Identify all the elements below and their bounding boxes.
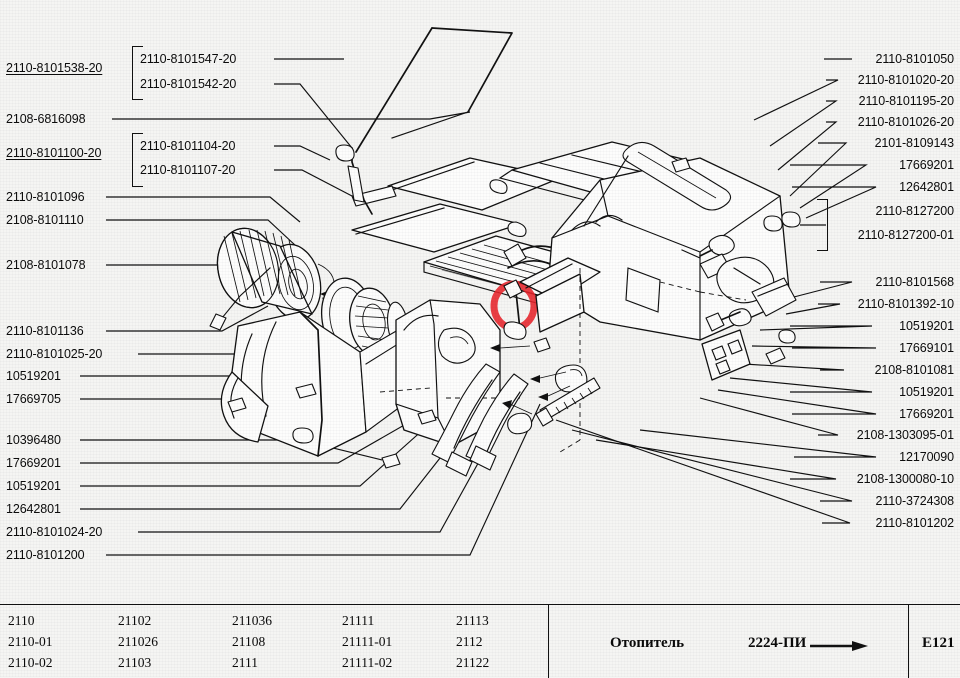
label-2110-8101202[interactable]: 2110-8101202	[875, 516, 954, 530]
core-bolt	[533, 337, 551, 353]
table-cell: 21111-01	[342, 634, 393, 649]
label-2101-8109143[interactable]: 2101-8109143	[874, 136, 955, 150]
label-2110-8101020-20[interactable]: 2110-8101020-20	[857, 73, 954, 87]
label-12642801-right[interactable]: 12642801	[899, 180, 954, 194]
hose-clamp-highlighted	[503, 279, 527, 340]
label-2110-8101050[interactable]: 2110-8101050	[875, 52, 954, 66]
table-cell: 2110	[8, 613, 35, 628]
label-2110-8101107-20[interactable]: 2110-8101107-20	[140, 163, 236, 177]
label-12170090[interactable]: 12170090	[899, 450, 954, 464]
group-bracket-8101100	[132, 133, 143, 187]
label-2110-8101136[interactable]: 2110-8101136	[6, 324, 84, 338]
label-2108-8101078[interactable]: 2108-8101078	[6, 258, 86, 272]
label-17669201-left[interactable]: 17669201	[6, 456, 61, 470]
fan-wire	[221, 267, 271, 319]
label-10396480[interactable]: 10396480	[6, 433, 61, 447]
label-2110-8101096[interactable]: 2110-8101096	[6, 190, 85, 204]
applicability-column-4: 21111 21111-01 21111-02	[342, 610, 392, 673]
air-duct-cover	[355, 27, 513, 153]
hose-clamps-and-screw	[502, 364, 601, 435]
table-cell: 21113	[456, 613, 489, 628]
label-2110-8101024-20[interactable]: 2110-8101024-20	[6, 525, 103, 539]
label-10519201-left-2[interactable]: 10519201	[6, 479, 61, 493]
label-2110-8101104-20[interactable]: 2110-8101104-20	[140, 139, 236, 153]
control-lever-arm	[583, 141, 732, 227]
group-bracket-8101538	[132, 46, 143, 100]
table-cell: 21108	[232, 634, 266, 649]
table-cell: 21103	[118, 655, 152, 670]
label-2110-8101392-10[interactable]: 2110-8101392-10	[857, 297, 954, 311]
table-cell: 21111	[342, 613, 375, 628]
label-10519201-left-1[interactable]: 10519201	[6, 369, 61, 383]
table-cell: 2111	[232, 655, 258, 670]
table-cell: 211036	[232, 613, 272, 628]
housing-grommet	[292, 427, 314, 444]
table-cell: 2110-01	[8, 634, 53, 649]
label-2110-8101026-20[interactable]: 2110-8101026-20	[857, 115, 954, 129]
air-intake-housing	[231, 311, 405, 457]
label-2108-6816098[interactable]: 2108-6816098	[6, 112, 86, 126]
title-block: 2110 2110-01 2110-02 21102 211026 21103 …	[0, 604, 960, 678]
housing-bolt-c	[295, 383, 317, 399]
applicability-column-3: 211036 21108 2111	[232, 610, 272, 673]
table-cell: 2112	[456, 634, 483, 649]
table-cell: 211026	[118, 634, 158, 649]
label-2110-8101547-20[interactable]: 2110-8101547-20	[140, 52, 237, 66]
upper-lever-rod	[335, 144, 373, 215]
title-block-divider-1	[548, 605, 549, 678]
table-cell: 21102	[118, 613, 152, 628]
label-2110-8127200[interactable]: 2110-8127200	[875, 204, 954, 218]
housing-bolt-b	[381, 453, 401, 469]
sheet-code: E121	[922, 635, 955, 651]
housing-bolt-a	[417, 409, 437, 425]
applicability-column-2: 21102 211026 21103	[118, 610, 158, 673]
applicability-column-5: 21113 2112 21122	[456, 610, 489, 673]
label-2108-8101081[interactable]: 2108-8101081	[874, 363, 955, 377]
label-2108-1300080-10[interactable]: 2108-1300080-10	[856, 472, 954, 486]
cover-stub-left	[489, 179, 508, 194]
label-10519201-right-1[interactable]: 10519201	[899, 319, 954, 333]
label-17669705[interactable]: 17669705	[6, 392, 61, 406]
table-cell: 21122	[456, 655, 490, 670]
label-17669201-right-2[interactable]: 17669201	[899, 407, 954, 421]
section-title: Отопитель	[610, 635, 684, 651]
label-10519201-right-2[interactable]: 10519201	[899, 385, 954, 399]
blower-fan-wheel	[216, 227, 322, 321]
table-cell: 21111-02	[342, 655, 393, 670]
label-2110-8101568[interactable]: 2110-8101568	[875, 275, 954, 289]
lower-flap	[351, 203, 527, 253]
label-17669101[interactable]: 17669101	[899, 341, 954, 355]
label-2110-3724308[interactable]: 2110-3724308	[875, 494, 954, 508]
group-bracket-8127200	[817, 199, 828, 251]
label-12642801-left[interactable]: 12642801	[6, 502, 61, 516]
heater-hoses	[431, 363, 529, 477]
sheet-code-cell: E121	[908, 605, 960, 678]
label-2110-8101195-20[interactable]: 2110-8101195-20	[858, 94, 954, 108]
label-17669201-right-1[interactable]: 17669201	[899, 158, 954, 172]
title-block-main: Отопитель 2224-ПИ	[548, 605, 908, 678]
label-2110-8127200-01[interactable]: 2110-8127200-01	[857, 228, 954, 242]
label-2110-8101542-20[interactable]: 2110-8101542-20	[140, 77, 237, 91]
label-2110-8101200[interactable]: 2110-8101200	[6, 548, 85, 562]
arrow-icon	[810, 641, 868, 651]
housing-bolt-d	[227, 397, 247, 413]
table-cell: 2110-02	[8, 655, 53, 670]
label-2108-8101110[interactable]: 2108-8101110	[6, 213, 84, 227]
label-2110-8101100-20[interactable]: 2110-8101100-20	[6, 146, 102, 160]
applicability-column-1: 2110 2110-01 2110-02	[8, 610, 53, 673]
right-levers-and-brackets	[671, 157, 801, 381]
applicability-table: 2110 2110-01 2110-02 21102 211026 21103 …	[0, 605, 548, 678]
label-2110-8101025-20[interactable]: 2110-8101025-20	[6, 347, 103, 361]
label-2108-1303095-01[interactable]: 2108-1303095-01	[856, 428, 954, 442]
drawing-number: 2224-ПИ	[748, 635, 807, 651]
title-block-divider-2	[908, 605, 909, 678]
label-2110-8101538-20[interactable]: 2110-8101538-20	[6, 61, 103, 75]
